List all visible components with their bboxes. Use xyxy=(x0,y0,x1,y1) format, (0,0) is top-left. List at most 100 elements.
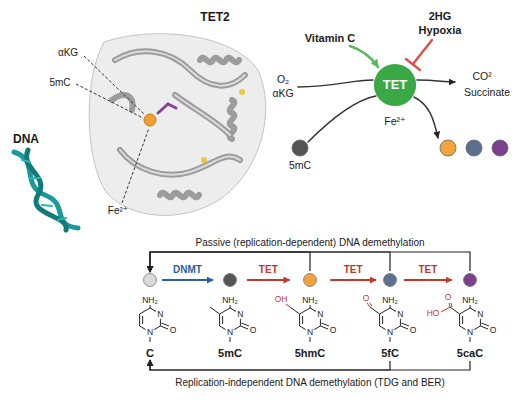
bond-line xyxy=(139,314,140,326)
bond-line xyxy=(220,326,226,330)
protein-structure-part xyxy=(120,150,240,175)
protein-structure-part xyxy=(158,104,168,113)
atom-label: N xyxy=(396,310,404,319)
atom-label: N xyxy=(306,328,314,337)
bond-line xyxy=(400,326,408,329)
bond-line xyxy=(390,305,391,308)
atom-label: NH₂ xyxy=(381,296,399,305)
node-text: 5mC xyxy=(218,347,242,359)
bond-line xyxy=(369,302,372,306)
bond-line xyxy=(390,337,391,342)
atom-label: O xyxy=(362,294,371,303)
text-label: Succinate xyxy=(464,87,510,99)
tet-reaction-arrows-part xyxy=(308,96,376,142)
enzyme-circle: TET xyxy=(373,63,417,107)
atom-label: O xyxy=(249,326,258,335)
text-label: αKG xyxy=(58,47,78,58)
bond-line xyxy=(300,326,306,330)
bond-line xyxy=(370,307,380,314)
atom-label: NH₂ xyxy=(301,296,319,305)
text-label: Fe²⁺ xyxy=(384,116,405,128)
atom-label: N xyxy=(316,310,324,319)
ball-fill xyxy=(224,274,237,287)
bond-line xyxy=(222,316,223,324)
nucleotide-ball-part xyxy=(292,140,308,156)
protein-structure xyxy=(89,34,266,216)
tet-reaction-arrows-part xyxy=(414,97,438,138)
nucleotide-ball xyxy=(303,273,317,287)
text-label: 2HG xyxy=(429,10,452,22)
bond-line xyxy=(460,308,470,314)
tet-reaction-arrows-part xyxy=(298,80,373,87)
nucleotide-ball-part xyxy=(492,140,508,156)
bond-line xyxy=(394,326,400,330)
circle-fill xyxy=(374,64,416,106)
atom-label: NH₂ xyxy=(141,296,159,305)
protein-structure-part xyxy=(168,104,176,108)
nucleotide-ball xyxy=(383,273,397,287)
nucleotide-ball xyxy=(292,140,508,156)
dna-helix-part xyxy=(30,177,40,179)
bond-line xyxy=(390,308,396,312)
atom-label: NH₂ xyxy=(221,296,239,305)
chemical-structure xyxy=(140,302,489,342)
bond-line xyxy=(314,326,320,330)
text-label: O₂ xyxy=(277,74,289,86)
atom-label: N xyxy=(226,328,234,337)
text-label: Hypoxia xyxy=(419,24,462,36)
bond-line xyxy=(234,326,240,330)
enzyme-label: TET xyxy=(258,264,279,275)
bond-line xyxy=(462,316,463,324)
nucleotide-ball-part xyxy=(440,140,456,156)
text-label: 5mC xyxy=(49,77,70,88)
nucleotide-node: 5caC xyxy=(453,273,487,359)
bond-line xyxy=(470,308,476,312)
protein-structure-part xyxy=(144,114,156,126)
bond-line xyxy=(154,326,160,330)
bond-line xyxy=(379,314,380,326)
bond-line xyxy=(380,326,386,330)
bond-line xyxy=(382,316,383,324)
tet-reaction-arrows-part xyxy=(417,80,455,82)
nucleotide-node: C xyxy=(139,273,161,359)
protein-structure-part xyxy=(115,51,245,85)
text-label: CO² xyxy=(472,71,491,83)
tet-reaction-arrows xyxy=(298,40,455,142)
bond-line xyxy=(300,308,310,314)
bond-line xyxy=(230,308,236,312)
ball-fill xyxy=(144,274,157,287)
protein-structure-part xyxy=(201,157,207,163)
protein-structure-part xyxy=(158,104,176,113)
text-label: DNA xyxy=(13,133,39,146)
reaction-arrow xyxy=(404,279,452,281)
bond-line xyxy=(480,319,481,326)
node-text: 5caC xyxy=(457,347,483,359)
bond-line xyxy=(230,337,231,342)
node-text: TET xyxy=(383,78,408,92)
bond-line xyxy=(310,305,311,308)
bond-line xyxy=(160,319,161,326)
protein-structure-part xyxy=(175,95,230,135)
leader-line-part xyxy=(122,128,149,203)
bond-line xyxy=(302,316,303,324)
node-text: 5fC xyxy=(381,347,399,359)
protein-structure-part xyxy=(239,89,245,95)
leader-line xyxy=(76,56,149,203)
atom-label: O xyxy=(409,326,418,335)
bond-line xyxy=(160,326,168,329)
bond-line xyxy=(320,326,328,329)
text-label: Fe²⁺ xyxy=(108,205,128,216)
bond-line xyxy=(459,314,460,326)
dna-helix xyxy=(14,150,78,230)
ball-fill xyxy=(383,274,396,287)
node-text: 5hmC xyxy=(295,347,326,359)
node-text: C xyxy=(146,347,154,359)
ball-fill xyxy=(463,274,476,287)
bond-line xyxy=(210,307,220,314)
dna-helix-part xyxy=(14,152,78,228)
tet-reaction-arrows-part xyxy=(350,46,378,67)
dna-helix-part xyxy=(58,218,66,220)
bond-line xyxy=(450,307,460,314)
dna-helix-part xyxy=(22,160,30,162)
demethylation-arrow xyxy=(150,360,470,370)
